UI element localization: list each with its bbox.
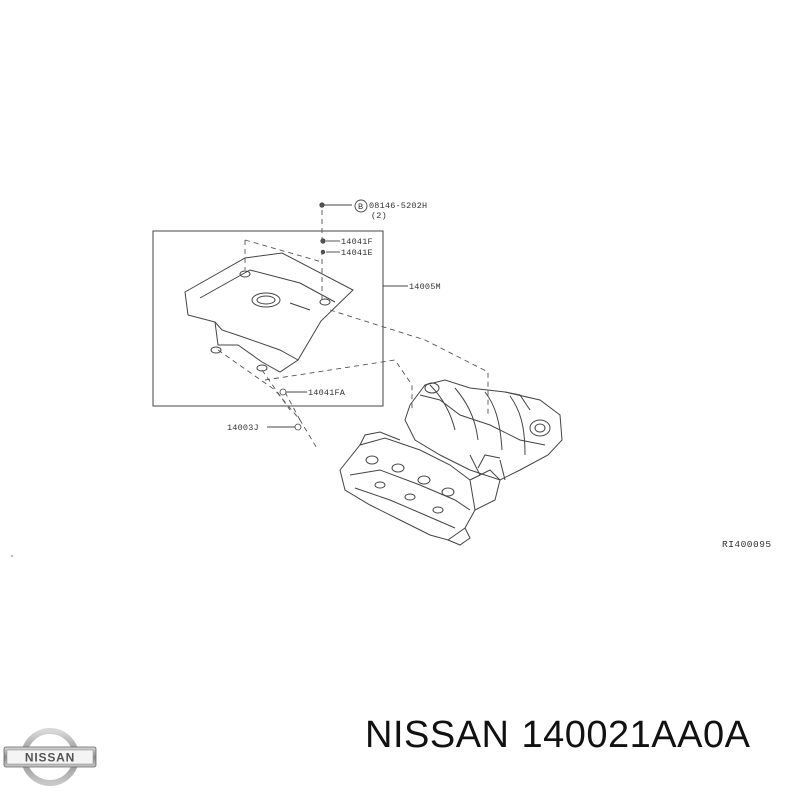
nissan-logo-text: NISSAN bbox=[25, 751, 75, 765]
callout-bolt-qty: (2) bbox=[371, 211, 387, 221]
callout-bolt: 08146-5202H bbox=[369, 201, 427, 211]
callout-14003J: 14003J bbox=[227, 423, 259, 433]
reference-code: RI400095 bbox=[722, 539, 772, 550]
callout-14005M: 14005M bbox=[409, 282, 441, 292]
brand-name: NISSAN bbox=[365, 714, 510, 756]
fasteners bbox=[279, 202, 326, 431]
part-number: 140021AA0A bbox=[521, 714, 751, 756]
callout-14041E: 14041E bbox=[341, 248, 373, 258]
callout-14041F: 14041F bbox=[341, 237, 373, 247]
dashed-assembly-lines bbox=[217, 210, 489, 451]
intake-manifold bbox=[404, 379, 563, 481]
leader-lines bbox=[267, 204, 408, 428]
engine-cover bbox=[184, 252, 354, 373]
bolt-symbol: B bbox=[358, 202, 363, 212]
cylinder-head bbox=[339, 431, 501, 546]
assembly-frame bbox=[152, 230, 384, 407]
product-caption: NISSAN 140021AA0A bbox=[365, 714, 762, 757]
bolt-symbol-circle bbox=[354, 199, 368, 213]
nissan-logo: NISSAN bbox=[3, 728, 97, 786]
callout-14041FA: 14041FA bbox=[308, 388, 346, 398]
